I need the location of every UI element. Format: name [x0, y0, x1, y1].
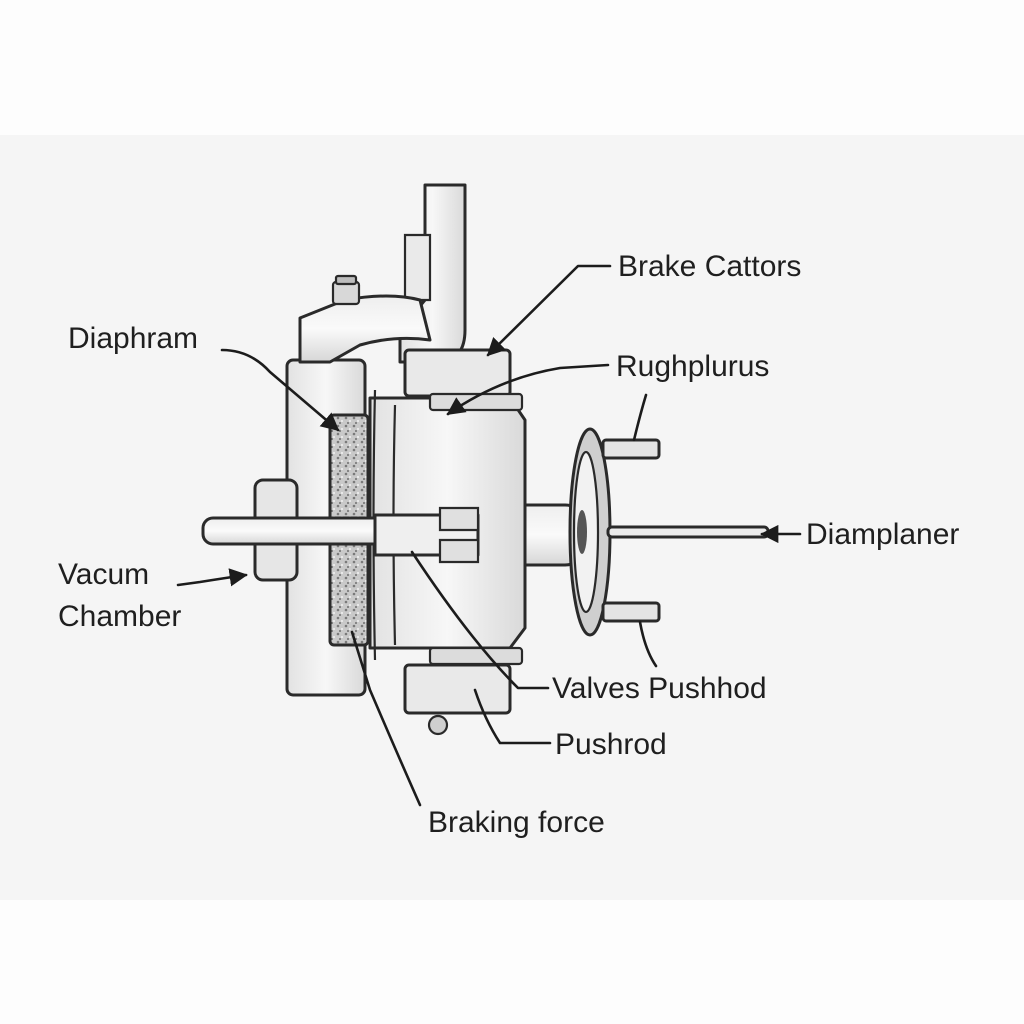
- label-vacum: Vacum: [58, 558, 149, 591]
- output-disc: [568, 427, 770, 637]
- input-rod: [201, 478, 480, 582]
- leader-valves-pushhod: [410, 550, 550, 690]
- leader-lines: [176, 264, 802, 807]
- label-pushrod: Pushrod: [555, 728, 667, 761]
- leader-vacum-chamber: [176, 568, 248, 587]
- leader-pushrod: [473, 688, 552, 745]
- leader-rughplurus: [446, 363, 610, 416]
- leader-braking-force: [350, 630, 422, 807]
- label-chamber: Chamber: [58, 600, 181, 633]
- label-rughplurus: Rughplurus: [616, 350, 769, 383]
- leader-brake-cattors: [486, 264, 612, 357]
- leader-rughplurus-stud: [632, 393, 648, 442]
- leader-diaphram: [220, 348, 340, 432]
- label-diamplaner: Diamplaner: [806, 518, 959, 551]
- leader-stud-lower: [638, 620, 658, 668]
- label-valves-pushhod: Valves Pushhod: [552, 672, 767, 705]
- label-diaphram: Diaphram: [68, 322, 198, 355]
- label-brake-cattors: Brake Cattors: [618, 250, 801, 283]
- label-braking-force: Braking force: [428, 806, 605, 839]
- labels: Brake Cattors Diaphram Rughplurus Diampl…: [58, 250, 959, 839]
